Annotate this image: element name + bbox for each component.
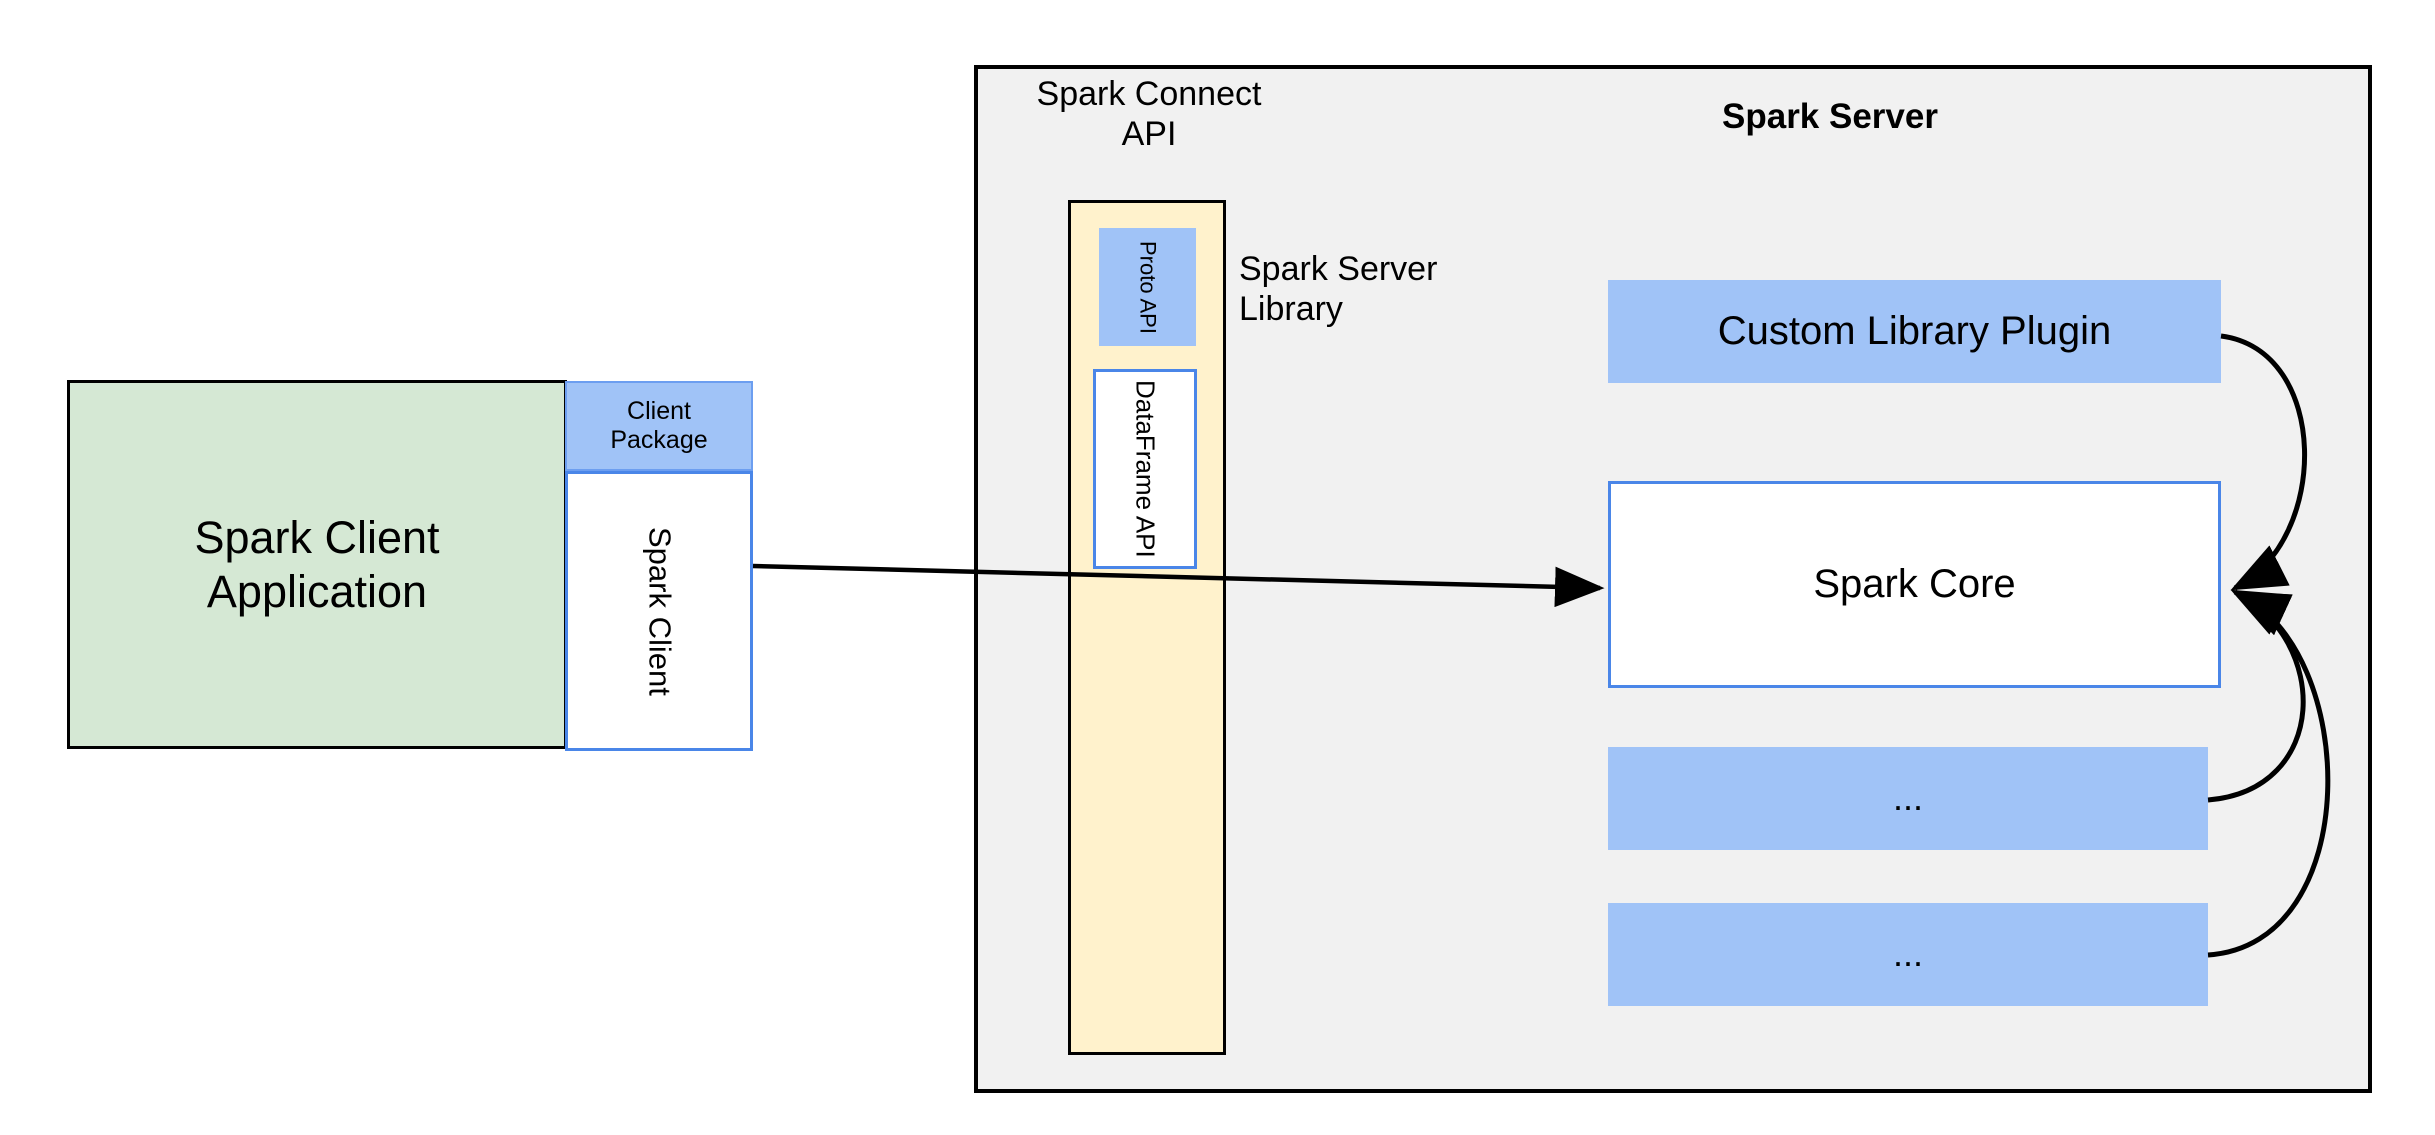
spark-connect-api-label-line2: API bbox=[1121, 115, 1177, 153]
custom-library-plugin-label: Custom Library Plugin bbox=[1717, 308, 2112, 353]
ellipsis-label-2: ... bbox=[1892, 933, 1923, 975]
spark-connect-api-label: Spark Connect API bbox=[1004, 66, 1294, 162]
client-package-label-line2: Package bbox=[610, 426, 708, 454]
spark-client-box: Spark Client bbox=[565, 471, 753, 751]
spark-client-label: Spark Client bbox=[642, 526, 678, 696]
dataframe-api-box: DataFrame API bbox=[1093, 369, 1197, 569]
ellipsis-label-1: ... bbox=[1892, 777, 1923, 819]
spark-server-library-label: Spark Server Library bbox=[1239, 243, 1529, 335]
dataframe-api-label: DataFrame API bbox=[1130, 380, 1161, 558]
spark-client-application-label-line2: Application bbox=[206, 565, 428, 617]
spark-core-label: Spark Core bbox=[1813, 561, 2016, 606]
client-package-box: Client Package bbox=[565, 381, 753, 471]
spark-server-library-label-line1: Spark Server bbox=[1239, 249, 1438, 288]
spark-server-title: Spark Server bbox=[1722, 97, 1938, 137]
ellipsis-box-1: ... bbox=[1608, 747, 2208, 850]
spark-client-application-label-line1: Spark Client bbox=[194, 512, 440, 564]
proto-api-label: Proto API bbox=[1135, 240, 1161, 334]
spark-server-library-label-line2: Library bbox=[1239, 290, 1343, 328]
client-package-label-line1: Client bbox=[627, 396, 691, 425]
custom-library-plugin-box: Custom Library Plugin bbox=[1608, 280, 2221, 383]
spark-connect-api-label-line1: Spark Connect bbox=[1036, 74, 1262, 113]
spark-client-application-box: Spark Client Application bbox=[67, 380, 567, 749]
ellipsis-box-2: ... bbox=[1608, 903, 2208, 1006]
proto-api-box: Proto API bbox=[1099, 228, 1196, 346]
spark-core-box: Spark Core bbox=[1608, 481, 2221, 688]
